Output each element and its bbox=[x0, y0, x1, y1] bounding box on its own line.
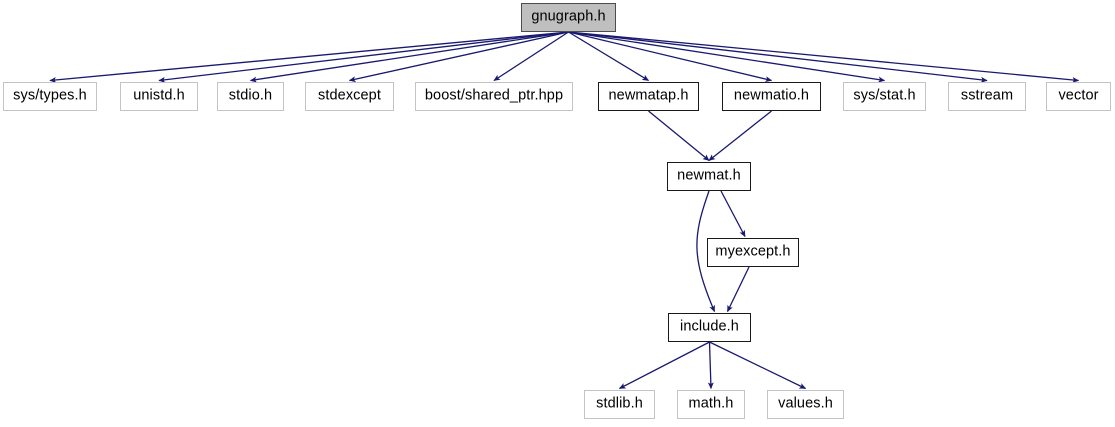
graph-edge-include-to-stdlib bbox=[618, 341, 710, 390]
graph-edge-gnugraph-to-stdexcept bbox=[348, 31, 569, 83]
graph-node-label: stdlib.h bbox=[596, 395, 643, 412]
graph-node-boostshared[interactable]: boost/shared_ptr.hpp bbox=[415, 82, 573, 111]
graph-node-systypes[interactable]: sys/types.h bbox=[3, 82, 97, 111]
graph-node-label: math.h bbox=[688, 395, 734, 412]
graph-edge-gnugraph-to-sysstat bbox=[568, 31, 886, 83]
graph-node-newmatap[interactable]: newmatap.h bbox=[598, 82, 699, 111]
graph-node-include[interactable]: include.h bbox=[668, 313, 751, 342]
graph-node-label: gnugraph.h bbox=[531, 8, 606, 25]
graph-node-label: stdexcept bbox=[318, 87, 381, 104]
graph-node-math[interactable]: math.h bbox=[677, 390, 745, 419]
graph-node-label: sys/stat.h bbox=[853, 87, 916, 104]
graph-node-label: values.h bbox=[778, 395, 833, 412]
graph-node-values[interactable]: values.h bbox=[767, 390, 844, 419]
graph-node-label: newmatio.h bbox=[733, 87, 810, 104]
graph-node-label: newmat.h bbox=[677, 167, 741, 184]
graph-edge-myexcept-to-include bbox=[726, 266, 750, 313]
graph-node-label: stdio.h bbox=[228, 87, 273, 104]
graph-node-stdexcept[interactable]: stdexcept bbox=[305, 82, 394, 111]
graph-node-stdlib[interactable]: stdlib.h bbox=[584, 390, 655, 419]
graph-edge-gnugraph-to-stdio bbox=[249, 31, 569, 83]
graph-node-sstream[interactable]: sstream bbox=[948, 82, 1026, 111]
graph-edge-gnugraph-to-boostshared bbox=[493, 31, 569, 82]
graph-edge-newmat-to-myexcept bbox=[720, 190, 746, 238]
graph-edge-include-to-values bbox=[709, 341, 807, 390]
graph-node-label: sys/types.h bbox=[13, 87, 87, 104]
graph-node-label: include.h bbox=[680, 318, 739, 335]
graph-edge-gnugraph-to-unistd bbox=[158, 31, 569, 83]
graph-node-gnugraph: gnugraph.h bbox=[521, 3, 616, 32]
graph-node-label: sstream bbox=[960, 87, 1014, 104]
graph-node-unistd[interactable]: unistd.h bbox=[120, 82, 198, 111]
graph-edge-newmatio-to-newmat bbox=[708, 110, 772, 162]
graph-edge-gnugraph-to-systypes bbox=[49, 31, 569, 83]
graph-node-label: unistd.h bbox=[133, 87, 185, 104]
graph-node-newmatio[interactable]: newmatio.h bbox=[722, 82, 821, 111]
graph-node-stdio[interactable]: stdio.h bbox=[217, 82, 284, 111]
graph-edge-gnugraph-to-sstream bbox=[568, 31, 988, 83]
graph-node-label: newmatap.h bbox=[608, 87, 689, 104]
graph-node-myexcept[interactable]: myexcept.h bbox=[707, 238, 799, 267]
graph-node-label: boost/shared_ptr.hpp bbox=[424, 87, 564, 104]
graph-node-newmat[interactable]: newmat.h bbox=[667, 162, 751, 191]
graph-edge-include-to-math bbox=[707, 341, 714, 390]
graph-edge-newmatap-to-newmat bbox=[648, 110, 710, 162]
graph-edge-gnugraph-to-newmatap bbox=[568, 31, 650, 82]
graph-node-label: vector bbox=[1058, 87, 1099, 104]
graph-node-sysstat[interactable]: sys/stat.h bbox=[843, 82, 926, 111]
graph-node-label: myexcept.h bbox=[715, 243, 791, 260]
graph-node-vector[interactable]: vector bbox=[1046, 82, 1111, 111]
graph-edge-gnugraph-to-vector bbox=[568, 31, 1080, 83]
graph-edge-gnugraph-to-newmatio bbox=[568, 31, 773, 82]
